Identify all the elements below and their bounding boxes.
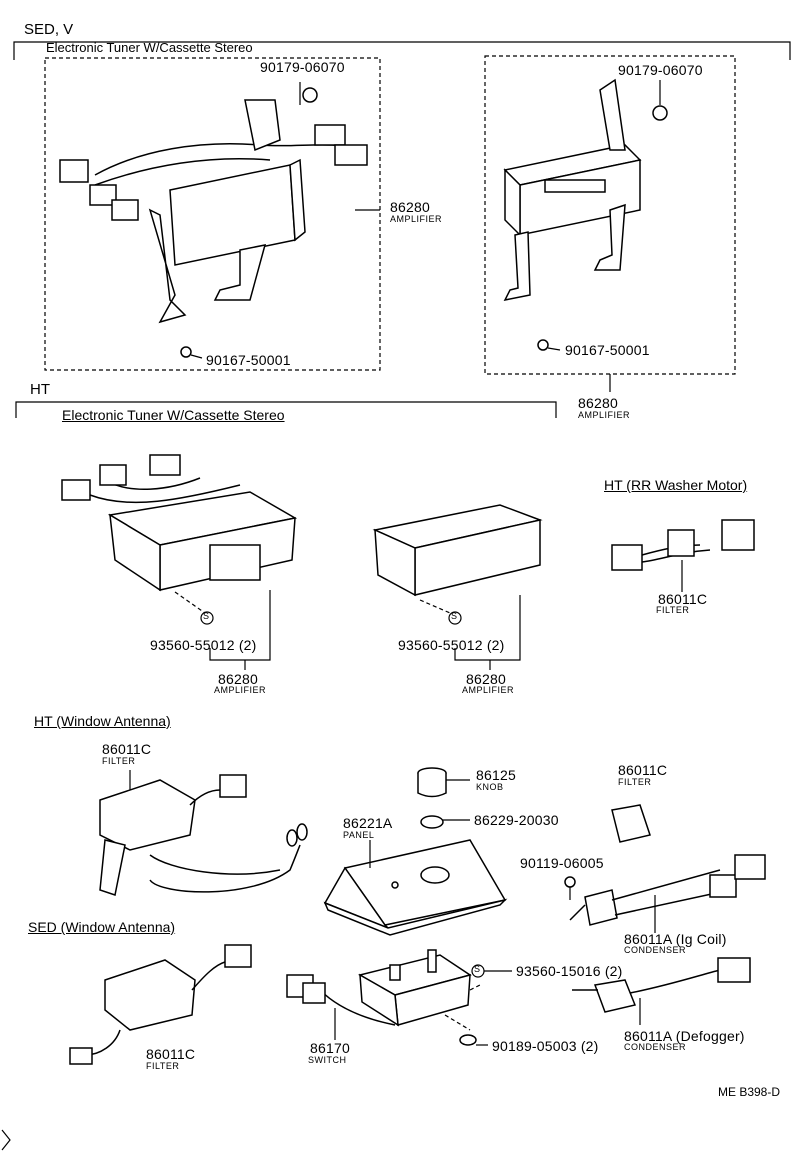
part-number-screw: 90167-50001 bbox=[206, 352, 291, 368]
part-name-filter: FILTER bbox=[618, 777, 652, 787]
part-number-screw: 90167-50001 bbox=[565, 342, 650, 358]
part-name-filter: FILTER bbox=[102, 756, 136, 766]
part-number-filter: 86011C bbox=[146, 1046, 196, 1062]
amplifier-right bbox=[503, 78, 668, 302]
screw-mark: S bbox=[203, 611, 210, 621]
part-number-filter: 86011C bbox=[658, 591, 708, 607]
part-number-amplifier: 86280 bbox=[466, 671, 506, 687]
screw-mark-circle bbox=[200, 611, 214, 625]
group-title-sed-window-antenna: SED (Window Antenna) bbox=[28, 919, 176, 935]
sedv-left-group-box bbox=[44, 57, 381, 371]
part-name-condenser: CONDENSER bbox=[624, 945, 687, 955]
nut-small bbox=[459, 1034, 477, 1046]
group-title-ht-rr-washer: HT (RR Washer Motor) bbox=[604, 477, 748, 493]
part-number-filter: 86011C bbox=[102, 741, 152, 757]
ht-section-bracket bbox=[15, 401, 557, 418]
leader-line bbox=[209, 590, 271, 661]
filter-rr-washer bbox=[611, 519, 755, 571]
part-number-nut: 86229-20030 bbox=[474, 812, 559, 828]
screw-leader bbox=[469, 984, 481, 991]
amplifier-ht-left bbox=[61, 454, 298, 592]
screw-leader bbox=[444, 1014, 471, 1031]
part-name-panel: PANEL bbox=[343, 830, 375, 840]
screw-leader bbox=[419, 599, 451, 614]
part-name-amplifier: AMPLIFIER bbox=[462, 685, 515, 695]
amplifier-ht-right bbox=[372, 504, 543, 597]
part-number-screw: 93560-55012 (2) bbox=[150, 637, 257, 653]
part-number-bolt: 90119-06005 bbox=[520, 855, 604, 871]
amplifier-with-harness-left bbox=[59, 87, 368, 324]
sedv-section-bracket bbox=[13, 41, 791, 60]
part-name-knob: KNOB bbox=[476, 782, 504, 792]
diagram-code: ME B398-D bbox=[718, 1085, 781, 1099]
part-name-amplifier: AMPLIFIER bbox=[214, 685, 267, 695]
part-number-amplifier: 86280 bbox=[390, 199, 430, 215]
part-number-condenser-ig-coil: 86011A (Ig Coil) bbox=[624, 931, 727, 947]
part-number-panel: 86221A bbox=[343, 815, 393, 831]
knob bbox=[417, 767, 447, 798]
part-number-screw: 93560-55012 (2) bbox=[398, 637, 505, 653]
part-number-nut: 90179-06070 bbox=[618, 62, 703, 78]
part-number-switch: 86170 bbox=[310, 1040, 350, 1056]
part-number-condenser-defogger: 86011A (Defogger) bbox=[624, 1028, 745, 1044]
nut bbox=[420, 815, 444, 829]
screw-leader bbox=[174, 591, 206, 614]
screw-right bbox=[537, 339, 561, 351]
part-name-amplifier: AMPLIFIER bbox=[390, 214, 443, 224]
filter-small bbox=[611, 804, 651, 843]
condenser-ig-coil bbox=[564, 854, 766, 926]
switch bbox=[286, 949, 472, 1027]
leader-line bbox=[454, 595, 521, 661]
part-name-filter: FILTER bbox=[656, 605, 690, 615]
part-name-switch: SWITCH bbox=[308, 1055, 347, 1065]
part-number-switch-screw: 93560-15016 (2) bbox=[516, 963, 623, 979]
section-label-ht: HT bbox=[30, 381, 50, 398]
group-title-ht-tuner: Electronic Tuner W/Cassette Stereo bbox=[62, 407, 285, 423]
group-title-ht-window-antenna: HT (Window Antenna) bbox=[34, 713, 171, 729]
part-name-condenser: CONDENSER bbox=[624, 1042, 687, 1052]
part-number-switch-nut: 90189-05003 (2) bbox=[492, 1038, 599, 1054]
screw-mark-circle bbox=[448, 611, 462, 625]
filter-sed-window-antenna bbox=[69, 944, 252, 1065]
condenser-defogger bbox=[572, 957, 751, 1013]
part-name-amplifier: AMPLIFIER bbox=[578, 410, 631, 420]
part-number-nut: 90179-06070 bbox=[260, 59, 345, 75]
panel bbox=[323, 839, 508, 936]
filter-ht-window-antenna bbox=[99, 774, 308, 896]
part-number-amplifier: 86280 bbox=[218, 671, 258, 687]
group-title-sedv-tuner: Electronic Tuner W/Cassette Stereo bbox=[46, 40, 253, 55]
part-number-filter: 86011C bbox=[618, 762, 668, 778]
screw-mark: S bbox=[474, 964, 481, 974]
part-name-filter: FILTER bbox=[146, 1061, 180, 1071]
section-label-sed-v: SED, V bbox=[24, 21, 74, 38]
part-number-knob: 86125 bbox=[476, 767, 516, 783]
screw-left bbox=[180, 346, 203, 359]
corner-mark bbox=[1, 1129, 11, 1151]
part-number-amplifier: 86280 bbox=[578, 395, 618, 411]
screw-mark: S bbox=[451, 611, 458, 621]
